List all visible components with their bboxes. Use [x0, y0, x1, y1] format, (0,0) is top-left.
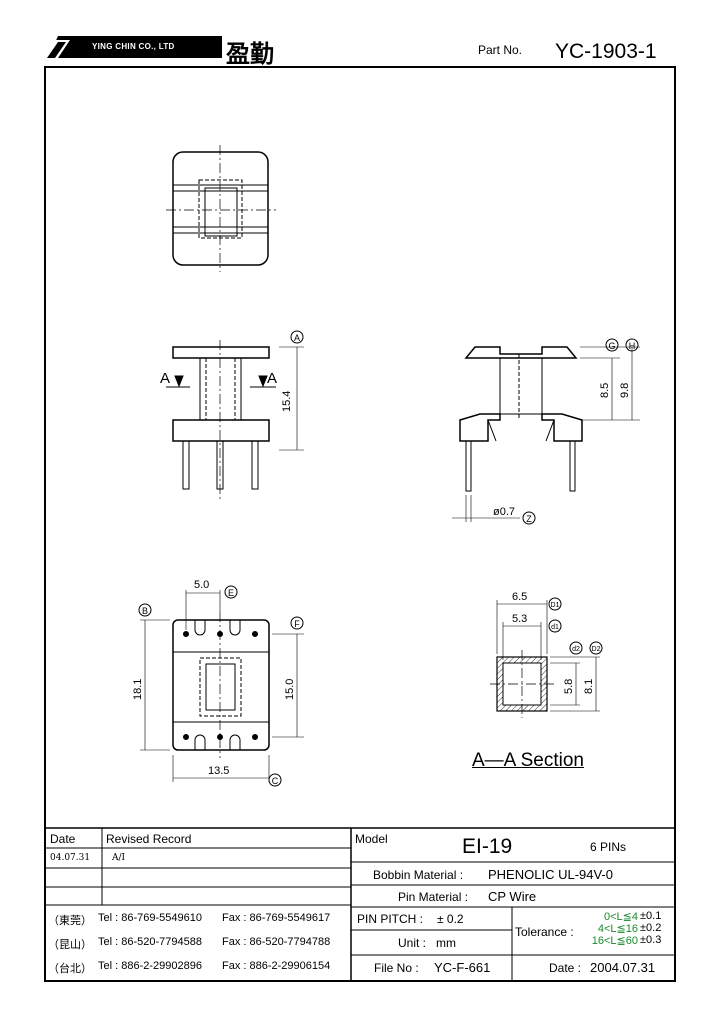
dim-15-4: 15.4 [281, 391, 293, 412]
tolerance-value-3: ±0.3 [640, 934, 662, 946]
dim-15-0: 15.0 [284, 679, 296, 700]
tag-g: G [608, 341, 615, 351]
dim-pin-diameter: ø0.7 [493, 506, 515, 518]
dim-18-1: 18.1 [132, 679, 144, 700]
date-label: Date : [549, 961, 582, 975]
dim-6-5: 6.5 [512, 591, 527, 603]
contact-2-tel: Tel : 86-520-7794588 [98, 936, 202, 948]
unit-value: mm [436, 936, 456, 950]
pin-material-label: Pin Material : [398, 890, 469, 904]
tolerance-range-2: 4<L≦16 [597, 923, 638, 935]
rev-row-1-record: A/I [112, 853, 126, 863]
tag-d1-upper: D1 [551, 602, 560, 609]
tolerance-value-2: ±0.2 [640, 922, 662, 934]
contact-3-loc: （台北） [48, 963, 92, 975]
contact-1-loc: （東莞） [48, 915, 92, 927]
contact-1-tel: Tel : 86-769-5549610 [98, 912, 202, 924]
part-number: YC-1903-1 [555, 40, 657, 63]
pin-material-value: CP Wire [488, 889, 537, 904]
tag-d2-lower: d2 [572, 646, 580, 653]
rev-col-date: Date [50, 832, 76, 846]
side-view [452, 346, 640, 522]
part-no-label: Part No. [478, 43, 523, 57]
contact-1-fax: Fax : 86-769-5549617 [222, 912, 331, 924]
top-view [166, 145, 276, 272]
bobbin-material-label: Bobbin Material : [373, 868, 464, 882]
file-no-label: File No : [374, 961, 419, 975]
section-mark-a-left: A [160, 370, 170, 387]
dim-5-0: 5.0 [194, 579, 209, 591]
dim-13-5: 13.5 [208, 765, 229, 777]
tag-c: C [272, 776, 279, 786]
tag-z: Z [526, 514, 532, 524]
model-label: Model [355, 832, 388, 846]
tag-a: A [294, 333, 300, 343]
file-no-value: YC-F-661 [434, 960, 491, 975]
pin-pitch-value: ± 0.2 [437, 912, 464, 926]
tolerance-label: Tolerance : [515, 925, 574, 939]
bobbin-material-value: PHENOLIC UL-94V-0 [488, 867, 613, 882]
contact-3-tel: Tel : 886-2-29902896 [98, 960, 202, 972]
tag-h: H [629, 341, 636, 351]
date-value: 2004.07.31 [590, 960, 656, 975]
rev-col-record: Revised Record [106, 832, 192, 846]
title-block-grid [44, 827, 676, 982]
contact-2-loc: （昆山） [48, 939, 92, 951]
bottom-view [140, 590, 304, 782]
pin-pitch-label: PIN PITCH : [357, 912, 424, 926]
tolerance-range-1: 0<L≦4 [604, 911, 638, 923]
a-a-section-view [490, 600, 600, 718]
pin-count: 6 PINs [590, 840, 627, 854]
contact-2-fax: Fax : 86-520-7794788 [222, 936, 331, 948]
dim-8-1: 8.1 [583, 679, 595, 694]
section-mark-a-right: A [267, 370, 277, 387]
dim-5-3: 5.3 [512, 613, 527, 625]
tolerance-value-1: ±0.1 [640, 910, 662, 922]
unit-label: Unit : [398, 936, 427, 950]
tag-f: F [294, 619, 300, 629]
tag-d2-upper: D2 [592, 646, 601, 653]
company-name: YING CHIN CO., LTD [92, 42, 175, 51]
dim-8-5: 8.5 [599, 383, 611, 398]
model-value: EI-19 [462, 835, 513, 858]
drawing-frame [44, 66, 676, 982]
tag-b: B [142, 606, 148, 616]
front-view [166, 340, 304, 500]
company-name-cjk: 盈勤 [226, 39, 274, 68]
tag-d1-lower: d1 [551, 624, 559, 631]
dim-5-8: 5.8 [563, 679, 575, 694]
tolerance-range-3: 16<L≦60 [591, 935, 638, 947]
rev-row-1-date: 04.07.31 [50, 853, 91, 863]
contact-3-fax: Fax : 886-2-29906154 [222, 960, 331, 972]
dim-9-8: 9.8 [619, 383, 631, 398]
section-title: A—A Section [472, 750, 584, 771]
company-logo [44, 36, 222, 58]
tag-e: E [228, 588, 234, 598]
